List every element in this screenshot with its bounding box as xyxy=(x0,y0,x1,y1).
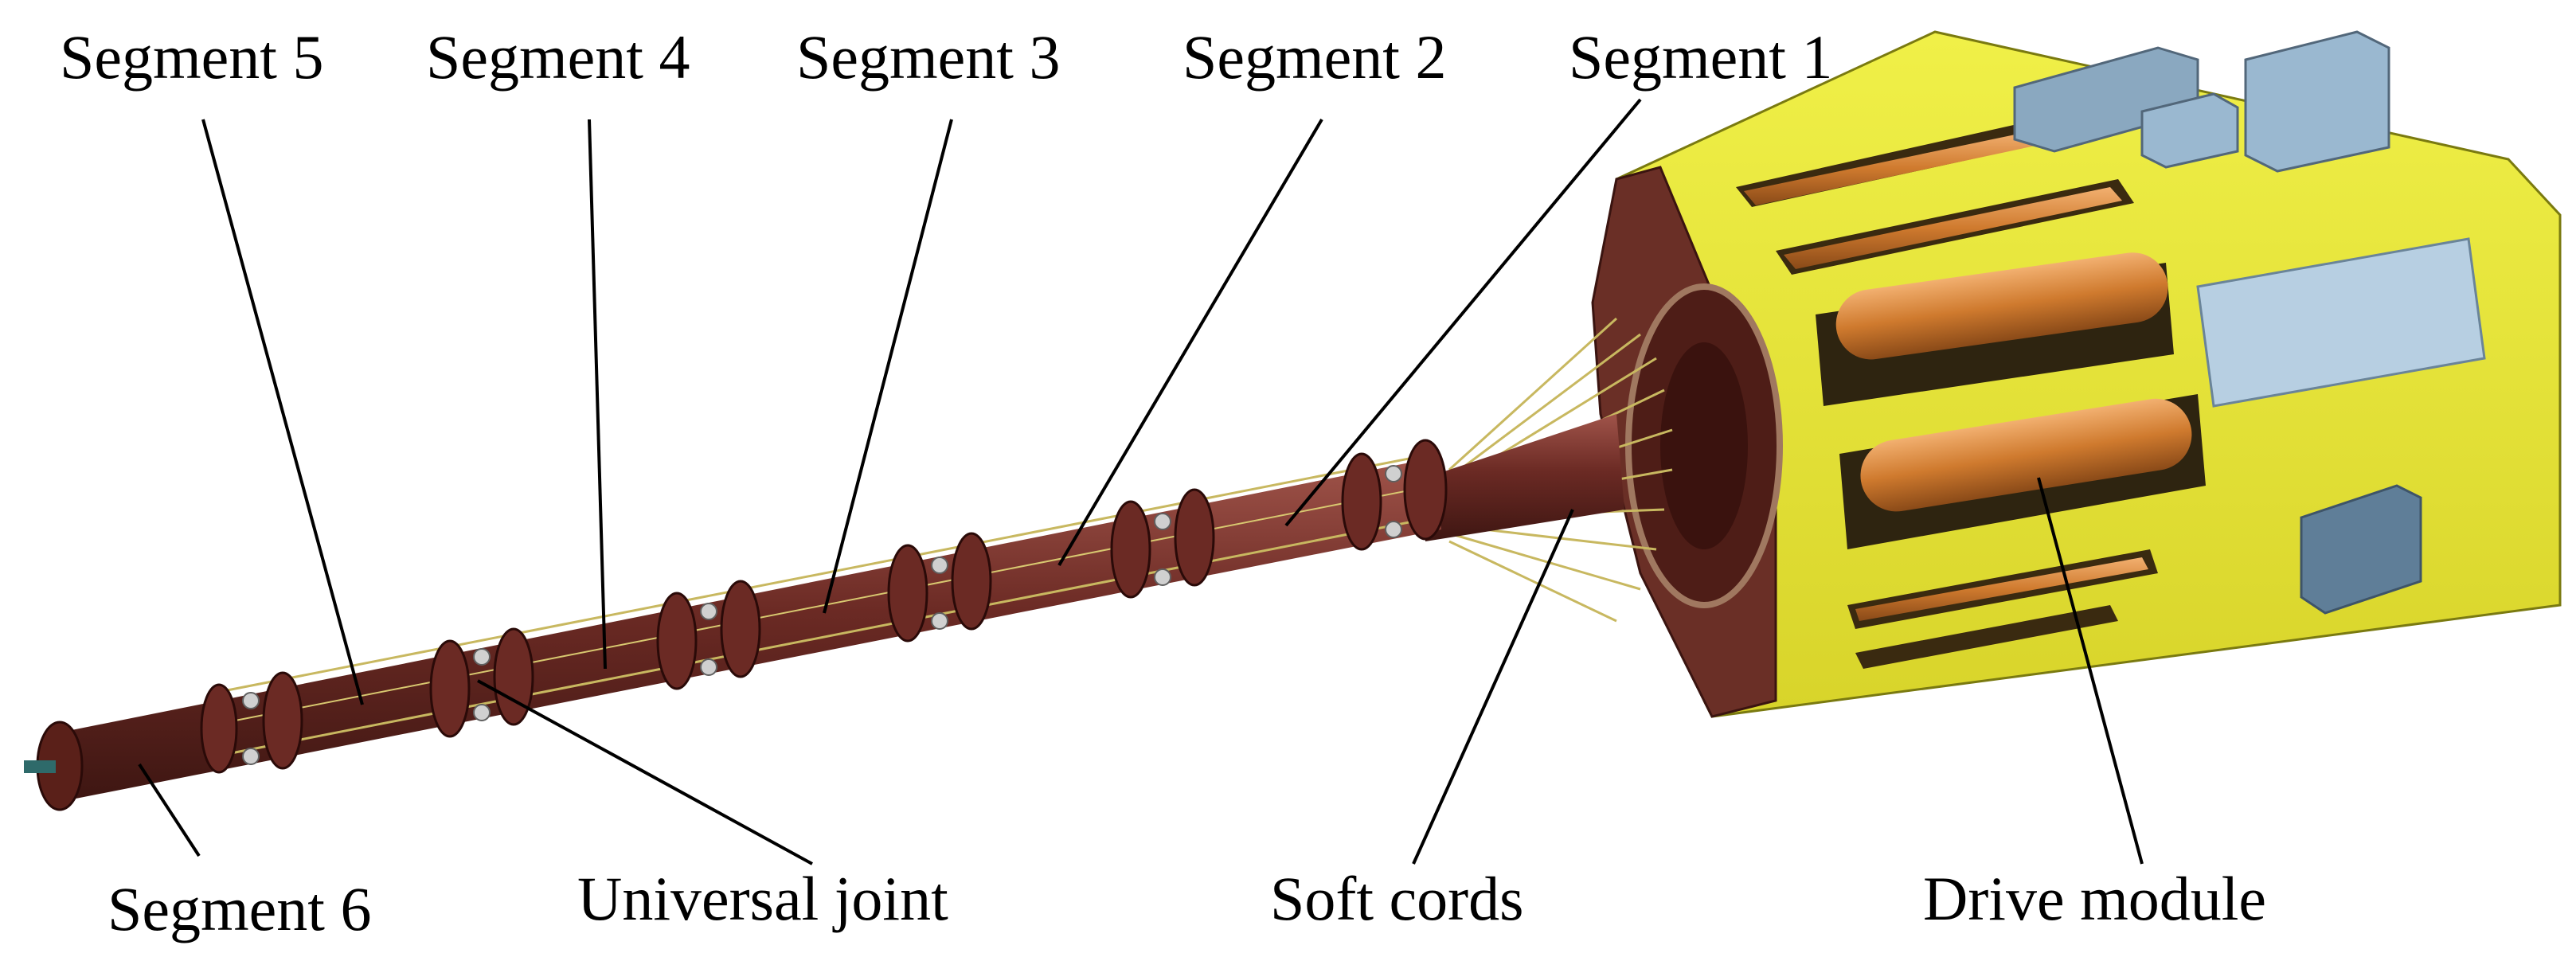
drive-box-side xyxy=(2196,237,2486,408)
drive-module xyxy=(1591,30,2562,718)
arm-base-cone xyxy=(1425,414,1624,541)
leader-drive-module xyxy=(2037,477,2144,865)
label-segment-4: Segment 4 xyxy=(426,22,690,92)
labels: Segment 5 Segment 4 Segment 3 Segment 2 … xyxy=(60,22,2266,943)
label-segment-2: Segment 2 xyxy=(1182,22,1446,92)
drive-motor-5 xyxy=(1855,557,2148,621)
leader-segment-3 xyxy=(823,119,953,614)
leader-segment-5 xyxy=(201,119,364,705)
drive-motor-1 xyxy=(1744,131,2046,205)
drive-box-top-small xyxy=(2140,92,2239,169)
continuum-arm xyxy=(24,439,1448,811)
drive-motor-4 xyxy=(1860,398,2192,512)
drive-motor-2 xyxy=(1784,187,2122,269)
segment-disks xyxy=(200,439,1448,774)
arm-tip-tool xyxy=(24,760,56,773)
label-soft-cords: Soft cords xyxy=(1270,864,1523,933)
leader-segment-2 xyxy=(1057,118,1323,567)
leader-universal-joint xyxy=(477,679,813,865)
leader-segment-1 xyxy=(1284,98,1642,527)
label-segment-6: Segment 6 xyxy=(107,874,371,943)
drive-box-top-right xyxy=(2244,30,2390,173)
leader-soft-cords xyxy=(1412,509,1574,865)
label-universal-joint: Universal joint xyxy=(577,864,948,933)
label-segment-3: Segment 3 xyxy=(796,22,1060,92)
label-segment-1: Segment 1 xyxy=(1569,22,1832,92)
universal-joints xyxy=(242,465,1402,765)
leader-segment-6 xyxy=(138,763,201,857)
drive-slot-low-2 xyxy=(1855,605,2118,669)
leader-lines xyxy=(138,98,2144,865)
label-segment-5: Segment 5 xyxy=(60,22,323,92)
leader-segment-4 xyxy=(588,119,607,670)
label-drive-module: Drive module xyxy=(1923,864,2266,933)
drive-motor-3 xyxy=(1835,252,2168,360)
drive-box-lower xyxy=(2300,484,2422,615)
